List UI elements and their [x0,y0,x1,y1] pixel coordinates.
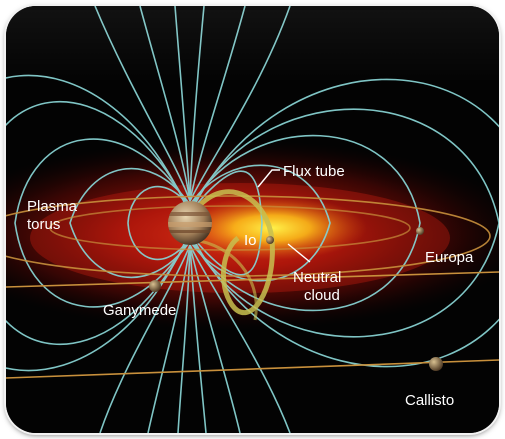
label-plasma-torus-2: torus [27,216,60,233]
jupiter-planet [168,201,212,245]
label-plasma-torus-1: Plasma [27,198,78,215]
europa-moon [416,227,424,235]
leader-lines [257,169,311,263]
label-neutral-cloud-2: cloud [304,287,340,304]
flux-tube [198,189,275,321]
ganymede-moon [149,280,161,292]
orbit-lines [6,195,499,379]
flux-tube-leader [257,169,280,188]
label-io: Io [244,232,257,249]
neutral-cloud-leader [287,243,311,263]
magnetic-field-lines [6,6,499,433]
label-neutral-cloud-1: Neutral [293,269,341,286]
label-callisto: Callisto [405,392,454,409]
callisto-orbit [6,359,499,379]
ganymede-orbit [6,271,499,288]
diagram-frame: Plasma torus Flux tube Io Neutral cloud … [6,6,499,433]
callisto-moon [429,357,443,371]
label-ganymede: Ganymede [103,302,176,319]
magnetosphere-diagram: Plasma torus Flux tube Io Neutral cloud … [6,6,499,433]
label-flux-tube: Flux tube [283,163,345,180]
europa-orbit [6,195,491,277]
label-europa: Europa [425,249,474,266]
io-moon [266,236,274,244]
